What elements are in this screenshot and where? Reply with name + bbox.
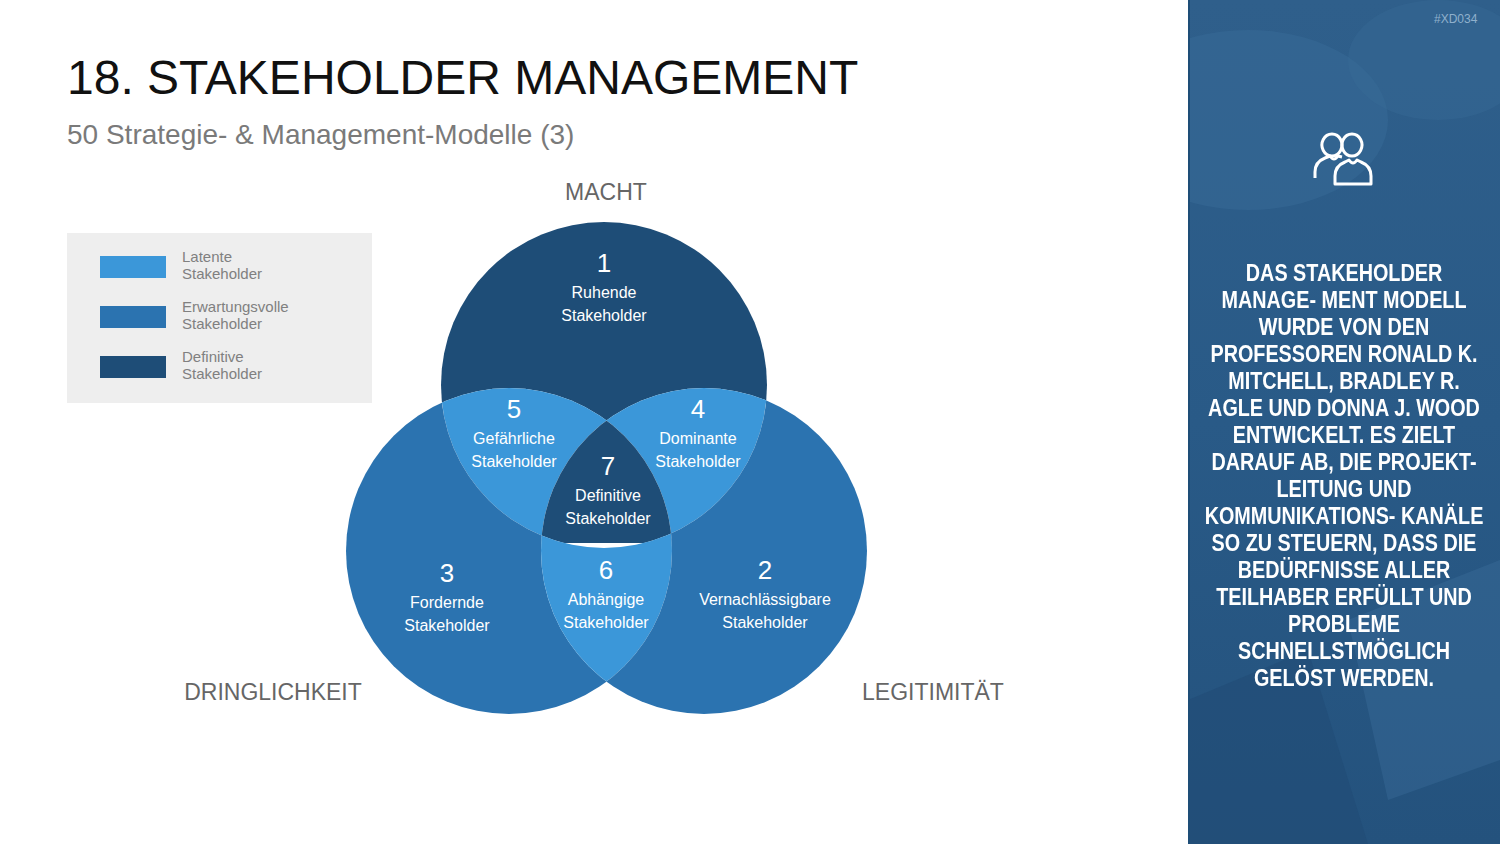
legend-swatch [100,306,166,328]
legend-swatch [100,356,166,378]
legend-text: Definitive Stakeholder [182,348,262,382]
region-name: Vernachlässigbare Stakeholder [699,588,831,634]
slide-subtitle: 50 Strategie- & Management-Modelle (3) [67,118,574,152]
region-label: 2Vernachlässigbare Stakeholder [699,556,831,634]
venn-region: 2Vernachlässigbare Stakeholder [605,398,868,715]
axis-label: LEGITIMITÄT [862,679,1004,705]
region-number: 1 [597,249,611,277]
region-shape [605,398,868,715]
slide-tag: #XD034 [1434,11,1477,27]
region-label: 3Fordernde Stakeholder [404,559,489,637]
legend-text: Latente Stakeholder [182,248,262,282]
description-text: DAS STAKEHOLDER MANAGE- MENT MODELL WURD… [1200,260,1489,692]
slide-title: 18. STAKEHOLDER MANAGEMENT [67,50,858,106]
region-number: 2 [758,556,772,584]
axis-label: MACHT [565,179,647,205]
people-icon [1312,126,1374,190]
region-number: 3 [440,559,454,587]
region-name: Fordernde Stakeholder [404,591,489,637]
legend-swatch [100,256,166,278]
legend-text: Erwartungsvolle Stakeholder [182,298,289,332]
axis-label: DRINGLICHKEIT [184,679,362,705]
region-name: Ruhende Stakeholder [561,281,646,327]
region-label: 1Ruhende Stakeholder [561,249,646,327]
